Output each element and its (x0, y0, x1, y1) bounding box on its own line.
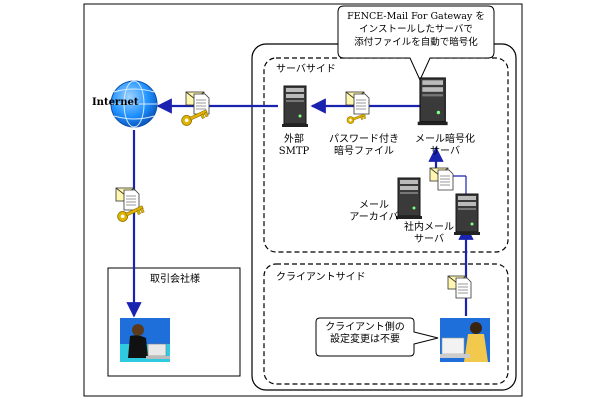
server-side-section (263, 57, 509, 253)
server-side-label: サーバサイド (276, 64, 336, 75)
partner-person-icon (120, 318, 170, 362)
mail-encrypt-server-label: メール暗号化 サーバ (410, 134, 480, 158)
internal-mail-server-line-1: 社内メール (404, 222, 454, 233)
mail-archiver-label: メール アーカイバ (344, 200, 404, 224)
external-smtp-line-2: SMTP (278, 146, 310, 157)
internal-mail-server-label: 社内メール サーバ (398, 222, 460, 246)
internet-label: Internet (92, 97, 139, 108)
client-callout-line-2: 設定変更は不要 (330, 334, 400, 345)
internet-globe-icon (110, 80, 158, 128)
client-callout-text: クライアント側の 設定変更は不要 (318, 322, 412, 346)
callout-top-line-3: 添付ファイルを自動で暗号化 (354, 37, 478, 48)
mail-encrypt-server-line-2: サーバ (430, 146, 460, 157)
callout-bubble-client (315, 317, 439, 357)
mail-archiver-line-2: アーカイバ (349, 212, 399, 223)
internal-mail-server-line-2: サーバ (414, 234, 444, 245)
external-smtp-label: 外部 SMTP (266, 134, 322, 158)
client-side-label: クライアントサイド (276, 272, 366, 283)
mail-encryption-server-icon (417, 77, 449, 126)
callout-bubble-top (337, 5, 495, 82)
client-callout-line-1: クライアント側の (325, 322, 405, 333)
client-side-section (263, 263, 509, 385)
callout-top-text: FENCE-Mail For Gateway を インストールしたサーバで 添付… (340, 10, 492, 49)
callout-top-line-2: インストールしたサーバで (359, 24, 473, 35)
password-file-line-1: パスワード付き (329, 134, 399, 145)
mail-archiver-line-1: メール (359, 200, 389, 211)
password-file-line-2: 暗号ファイル (334, 146, 394, 157)
external-smtp-server-icon (281, 85, 309, 128)
external-smtp-line-1: 外部 (284, 134, 304, 145)
client-person-icon (440, 318, 490, 362)
partner-box-label: 取引会社様 (150, 274, 200, 285)
mail-encrypt-server-line-1: メール暗号化 (415, 134, 475, 145)
password-file-label: パスワード付き 暗号ファイル (326, 134, 402, 158)
callout-top-line-1: FENCE-Mail For Gateway を (347, 11, 485, 22)
